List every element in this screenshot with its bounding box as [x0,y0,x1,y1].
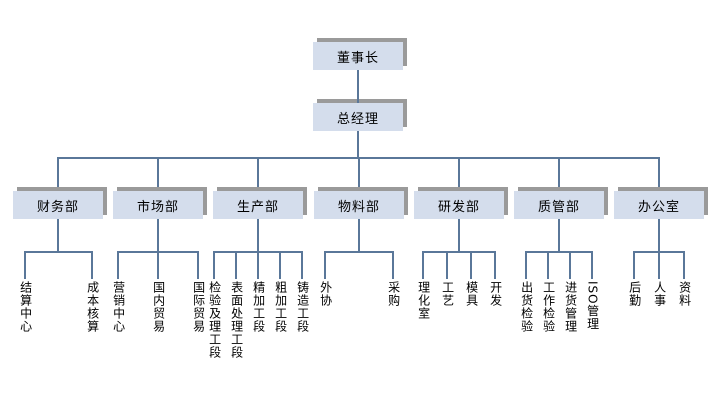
connector-rail-department [658,157,660,191]
sub-unit-label: 营销中心 [111,281,126,333]
connector-subrail-unit [392,251,394,279]
connector-rail-department [57,157,59,191]
sub-unit-label: 出货检验 [519,281,534,333]
sub-unit-label: 工艺 [440,281,455,307]
connector-chairman-gm [357,70,359,103]
connector-department-subrail [57,219,59,251]
connector-department-subrail [157,219,159,251]
sub-unit-label: 进货管理 [563,281,578,333]
sub-unit-label: 人事 [652,281,667,307]
connector-subrail-unit [324,251,326,279]
sub-unit-label: 资料 [677,281,692,307]
connector-subrail-unit [446,251,448,279]
sub-unit-label: 铸造工段 [295,281,310,333]
node-chairman: 董事长 [313,42,403,70]
sub-unit-label: 开发 [488,281,503,307]
connector-subrail-unit [24,251,26,279]
connector-subrail-unit [235,251,237,279]
connector-department-subrail [257,219,259,251]
department-node: 财务部 [13,191,103,219]
department-node: 物料部 [314,191,404,219]
department-node: 市场部 [113,191,203,219]
connector-subrail-unit [547,251,549,279]
connector-subrail-unit [683,251,685,279]
connector-subrail-unit [658,251,660,279]
sub-unit-label: 国内贸易 [151,281,166,333]
connector-department-subrail [658,219,660,251]
connector-rail-department [558,157,560,191]
sub-unit-label: 外协 [318,281,333,307]
connector-department-subrail [358,219,360,251]
node-general-manager: 总经理 [313,103,403,131]
sub-unit-label: 模具 [464,281,479,307]
connector-subrail-unit [117,251,119,279]
sub-unit-label: 理化室 [416,281,431,320]
connector-subrail-unit [91,251,93,279]
sub-unit-label: 表面处理工段 [229,281,244,359]
connector-subrail-unit [591,251,593,279]
sub-unit-label: 检验及理工段 [207,281,222,359]
connector-subrail-unit [279,251,281,279]
sub-unit-label: 后勤 [627,281,642,307]
sub-unit-label: 精加工段 [251,281,266,333]
department-node: 办公室 [614,191,704,219]
department-node: 研发部 [414,191,504,219]
sub-unit-label: 结算中心 [18,281,33,333]
sub-unit-rail [25,251,93,253]
sub-unit-rail [526,251,593,253]
connector-department-subrail [558,219,560,251]
sub-unit-label: 采购 [386,281,401,307]
department-node: 生产部 [213,191,303,219]
connector-subrail-unit [257,251,259,279]
connector-subrail-unit [633,251,635,279]
connector-subrail-unit [569,251,571,279]
connector-rail-department [358,157,360,191]
sub-unit-label: 国际贸易 [191,281,206,333]
connector-subrail-unit [470,251,472,279]
connector-subrail-unit [197,251,199,279]
connector-rail-department [157,157,159,191]
sub-unit-label: 粗加工段 [273,281,288,333]
sub-unit-label: ISO管理 [585,281,600,331]
connector-subrail-unit [422,251,424,279]
connector-rail-department [257,157,259,191]
connector-subrail-unit [525,251,527,279]
connector-subrail-unit [213,251,215,279]
connector-rail-department [458,157,460,191]
sub-unit-label: 成本核算 [85,281,100,333]
department-node: 质管部 [514,191,604,219]
sub-unit-rail [325,251,394,253]
connector-subrail-unit [301,251,303,279]
connector-department-subrail [458,219,460,251]
sub-unit-rail [423,251,496,253]
connector-gm-rail [357,131,359,157]
connector-subrail-unit [494,251,496,279]
sub-unit-label: 工作检验 [541,281,556,333]
connector-subrail-unit [157,251,159,279]
